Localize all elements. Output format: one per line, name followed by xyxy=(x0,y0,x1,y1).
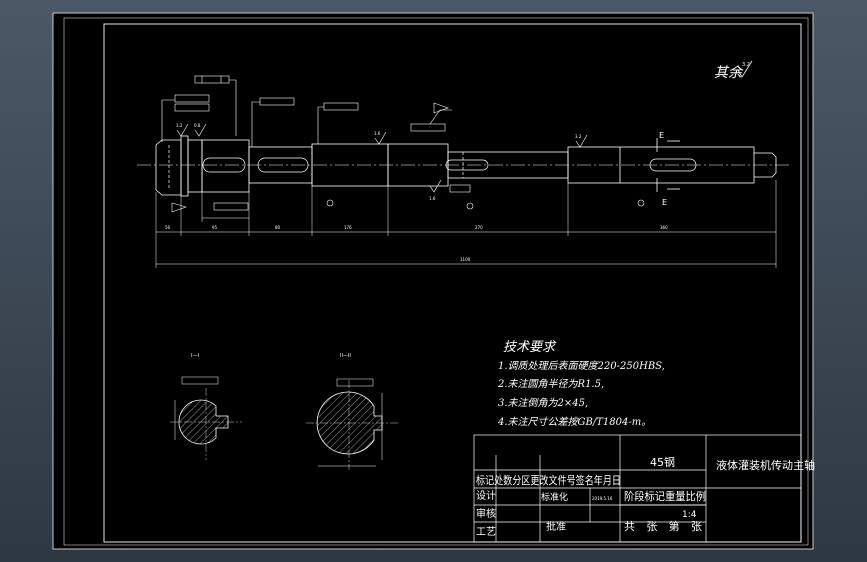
roughness-mark-5-icon xyxy=(429,179,442,193)
roughness-mark-4-icon xyxy=(575,134,588,148)
tolerance-leader-4 xyxy=(251,101,260,147)
tolerance-leader-2 xyxy=(161,99,175,142)
section-b-hatch xyxy=(316,391,383,455)
roughness-note: 其余 3.2 xyxy=(714,60,753,81)
roughness-value-5: 1.6 xyxy=(429,196,436,201)
section-a-tolerance xyxy=(181,376,219,385)
tb-stage-header: 阶段标记重量比例 xyxy=(624,489,706,503)
datum-markers xyxy=(171,102,645,213)
title-block-frame xyxy=(473,434,802,543)
technical-requirements: 技术要求 1.调质处理后表面硬度220-250HBS, 2.未注圆角半径为R1.… xyxy=(497,340,665,428)
tolerance-leader-1 xyxy=(229,79,237,136)
tb-design: 设计 xyxy=(476,489,496,502)
section-label-upper: E xyxy=(659,131,664,140)
segment-dim-5: 270 xyxy=(475,225,483,230)
drawing-frame xyxy=(103,23,802,543)
tb-revision-header: 标记处数分区更改文件号签名年月日 xyxy=(476,473,621,487)
section-b-tolerance xyxy=(336,378,374,387)
keyway-2 xyxy=(257,157,309,173)
shaft-end-right xyxy=(754,152,777,178)
roughness-symbol-icon xyxy=(737,60,753,78)
roughness-note-text: 其余 xyxy=(714,65,744,81)
tolerance-frame-7 xyxy=(213,202,249,211)
roughness-note-value: 3.2 xyxy=(742,62,750,68)
segment-dim-4: 176 xyxy=(344,225,352,230)
datum-circle-2 xyxy=(466,202,474,210)
section-cut-marks xyxy=(656,138,680,192)
surface-roughness-marks xyxy=(176,123,588,193)
tech-req-title: 技术要求 xyxy=(503,340,557,355)
tech-req-item-1: 1.调质处理后表面硬度220-250HBS, xyxy=(498,360,665,372)
section-view-a: I—I xyxy=(170,353,242,460)
dimension-lines xyxy=(155,180,777,268)
tolerance-leader-5 xyxy=(317,106,324,144)
roughness-mark-1-icon xyxy=(176,123,189,137)
tech-req-item-3: 3.未注倒角为2×45, xyxy=(498,397,588,409)
tolerance-frame-3 xyxy=(174,103,210,112)
section-view-b: II—II xyxy=(306,353,400,470)
tech-req-item-4: 4.未注尺寸公差按GB/T1804-m。 xyxy=(497,416,651,428)
keyway-4 xyxy=(649,158,697,172)
keyway-1 xyxy=(202,157,246,173)
roughness-value-2: 0.8 xyxy=(194,123,201,128)
roughness-mark-2-icon xyxy=(194,123,207,137)
tb-process: 工艺 xyxy=(476,526,496,538)
tolerance-leader-6 xyxy=(429,109,452,125)
datum-triangle-2-icon xyxy=(433,102,449,114)
datum-triangle-1-icon xyxy=(171,202,187,213)
tech-req-item-2: 2.未注圆角半径为R1.5, xyxy=(497,378,604,390)
roughness-value-3: 1.6 xyxy=(374,131,381,136)
section-label-lower: E xyxy=(662,198,667,207)
segment-dim-2: 95 xyxy=(212,225,218,230)
section-a-hatch xyxy=(178,399,229,445)
keyway-3 xyxy=(445,159,489,171)
title-block xyxy=(473,434,802,543)
tolerance-frame-8 xyxy=(449,184,471,193)
tolerance-frame-5 xyxy=(323,102,359,111)
segment-dim-3: 80 xyxy=(275,225,281,230)
segment-dim-1: 56 xyxy=(165,225,171,230)
roughness-value-1: 3.2 xyxy=(176,123,183,128)
shaft-seg-long xyxy=(567,146,755,184)
roughness-value-4: 3.2 xyxy=(575,134,582,139)
sheet-trim-border xyxy=(63,17,809,546)
tolerance-frame-2 xyxy=(174,94,210,103)
datum-circle-1 xyxy=(326,199,334,207)
drawing-sheet xyxy=(52,12,814,550)
tb-standardization: 标准化 xyxy=(541,491,568,503)
roughness-mark-3-icon xyxy=(374,131,387,145)
tb-design-date: 2019.5.16 xyxy=(592,496,613,501)
keyways xyxy=(168,145,697,188)
shaft-profile xyxy=(155,135,777,197)
tb-approve: 批准 xyxy=(546,520,566,533)
tb-part-name: 液体灌装机传动主轴 xyxy=(716,458,815,472)
overall-length-dim: 1100 xyxy=(460,257,471,262)
tb-scale: 1:4 xyxy=(682,510,697,520)
tb-review: 审核 xyxy=(476,507,496,520)
tolerance-frame-6 xyxy=(410,123,446,132)
tolerance-frame-4 xyxy=(259,97,295,106)
tolerance-frame-1 xyxy=(194,75,230,84)
tolerance-frames xyxy=(161,75,471,211)
section-b-label: II—II xyxy=(340,353,351,359)
datum-circle-3 xyxy=(637,199,645,207)
tb-material: 45钢 xyxy=(650,456,675,469)
segment-dim-6: 360 xyxy=(660,225,668,230)
section-a-label: I—I xyxy=(191,353,199,359)
